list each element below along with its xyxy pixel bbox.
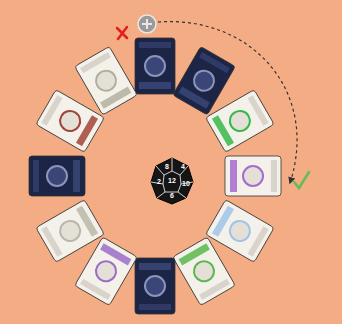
card-title-bar — [33, 160, 39, 192]
card-footer — [100, 243, 131, 265]
card-footer — [179, 87, 210, 109]
card-footer — [179, 243, 210, 265]
game-card — [173, 46, 236, 114]
game-card — [75, 46, 138, 114]
card-body — [75, 237, 138, 305]
card-emblem — [190, 258, 217, 285]
die-number: 6 — [165, 192, 179, 200]
card-emblem — [145, 56, 165, 76]
card-footer — [230, 160, 237, 192]
die-number: 10 — [179, 180, 193, 188]
check-mark — [294, 172, 309, 188]
card-emblem — [56, 217, 83, 244]
game-card — [173, 237, 236, 305]
game-card — [135, 38, 175, 94]
d12-die — [151, 158, 193, 204]
card-footer — [212, 115, 234, 146]
card-footer — [76, 206, 98, 237]
card-footer — [76, 115, 98, 146]
card-emblem — [56, 107, 83, 134]
die-number: 2 — [152, 178, 166, 186]
card-emblem — [145, 276, 165, 296]
card-body — [135, 38, 175, 94]
card-body — [36, 200, 104, 263]
card-body — [173, 237, 236, 305]
die-number: 4 — [176, 163, 190, 171]
card-body — [29, 156, 85, 196]
game-card — [75, 237, 138, 305]
cross-mark — [117, 27, 127, 39]
game-card — [135, 258, 175, 314]
card-body — [225, 156, 281, 196]
card-body — [135, 258, 175, 314]
card-title-bar — [139, 304, 171, 310]
token-mark — [142, 19, 152, 29]
die-number: 8 — [160, 163, 174, 171]
card-body — [173, 46, 236, 114]
token — [138, 15, 156, 33]
move-arrow — [158, 22, 297, 183]
card-footer — [212, 206, 234, 237]
card-emblem — [190, 67, 217, 94]
game-card — [206, 90, 274, 153]
card-footer — [139, 263, 171, 270]
card-title-bar — [139, 42, 171, 48]
card-emblem — [47, 166, 67, 186]
game-card — [225, 156, 281, 196]
card-title-bar — [271, 160, 277, 192]
card-emblem — [92, 258, 119, 285]
game-card — [36, 200, 104, 263]
card-footer — [139, 82, 171, 89]
card-emblem — [243, 166, 263, 186]
die-number: 12 — [165, 177, 179, 185]
card-footer — [100, 87, 131, 109]
card-emblem — [92, 67, 119, 94]
card-body — [75, 46, 138, 114]
game-card — [29, 156, 85, 196]
card-footer — [73, 160, 80, 192]
card-emblem — [226, 217, 253, 244]
card-emblem — [226, 107, 253, 134]
card-body — [206, 90, 274, 153]
